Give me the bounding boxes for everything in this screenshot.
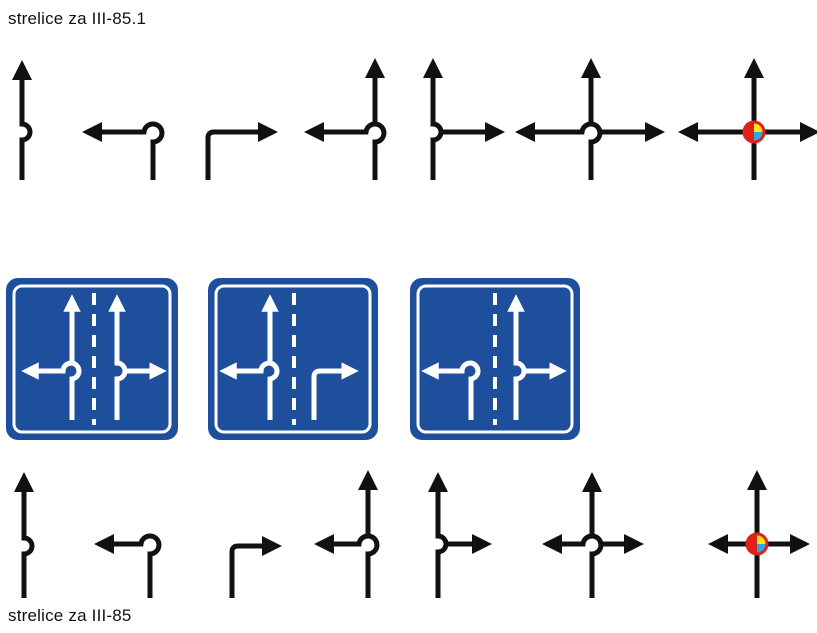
arrow-straight-right-icon — [428, 472, 492, 598]
arrow-right-turn-icon — [205, 122, 278, 180]
caption-bottom: strelice za III-85 — [8, 606, 132, 625]
arrow-straight-with-loop-icon — [14, 472, 35, 598]
arrow-row-85 — [14, 470, 810, 598]
arrow-straight-with-loop-icon — [12, 60, 33, 180]
roundabout-color-marker-icon — [742, 120, 766, 144]
arrow-all-directions-icon — [515, 58, 665, 180]
arrow-straight-right-icon — [423, 58, 505, 180]
arrow-left-loop-icon — [94, 533, 162, 598]
arrow-right-turn-icon — [229, 536, 282, 598]
sign-lane-left-straight-right-turn — [208, 278, 378, 440]
arrow-all-directions-icon — [542, 472, 644, 598]
sign-two-lanes-left-straight-right — [6, 278, 178, 440]
sign-lane-left-loop-straight-right — [410, 278, 580, 440]
caption-top: strelice za III-85.1 — [8, 9, 147, 28]
lane-sign-row — [6, 278, 580, 440]
arrow-row-85-1 — [12, 58, 817, 180]
arrow-straight-left-icon — [304, 58, 387, 180]
arrow-left-loop-icon — [82, 121, 165, 180]
arrow-straight-left-icon — [314, 470, 380, 598]
arrow-all-directions-colored-icon — [708, 470, 810, 598]
arrow-all-directions-colored-icon — [678, 58, 817, 180]
roundabout-color-marker-icon — [745, 532, 769, 556]
